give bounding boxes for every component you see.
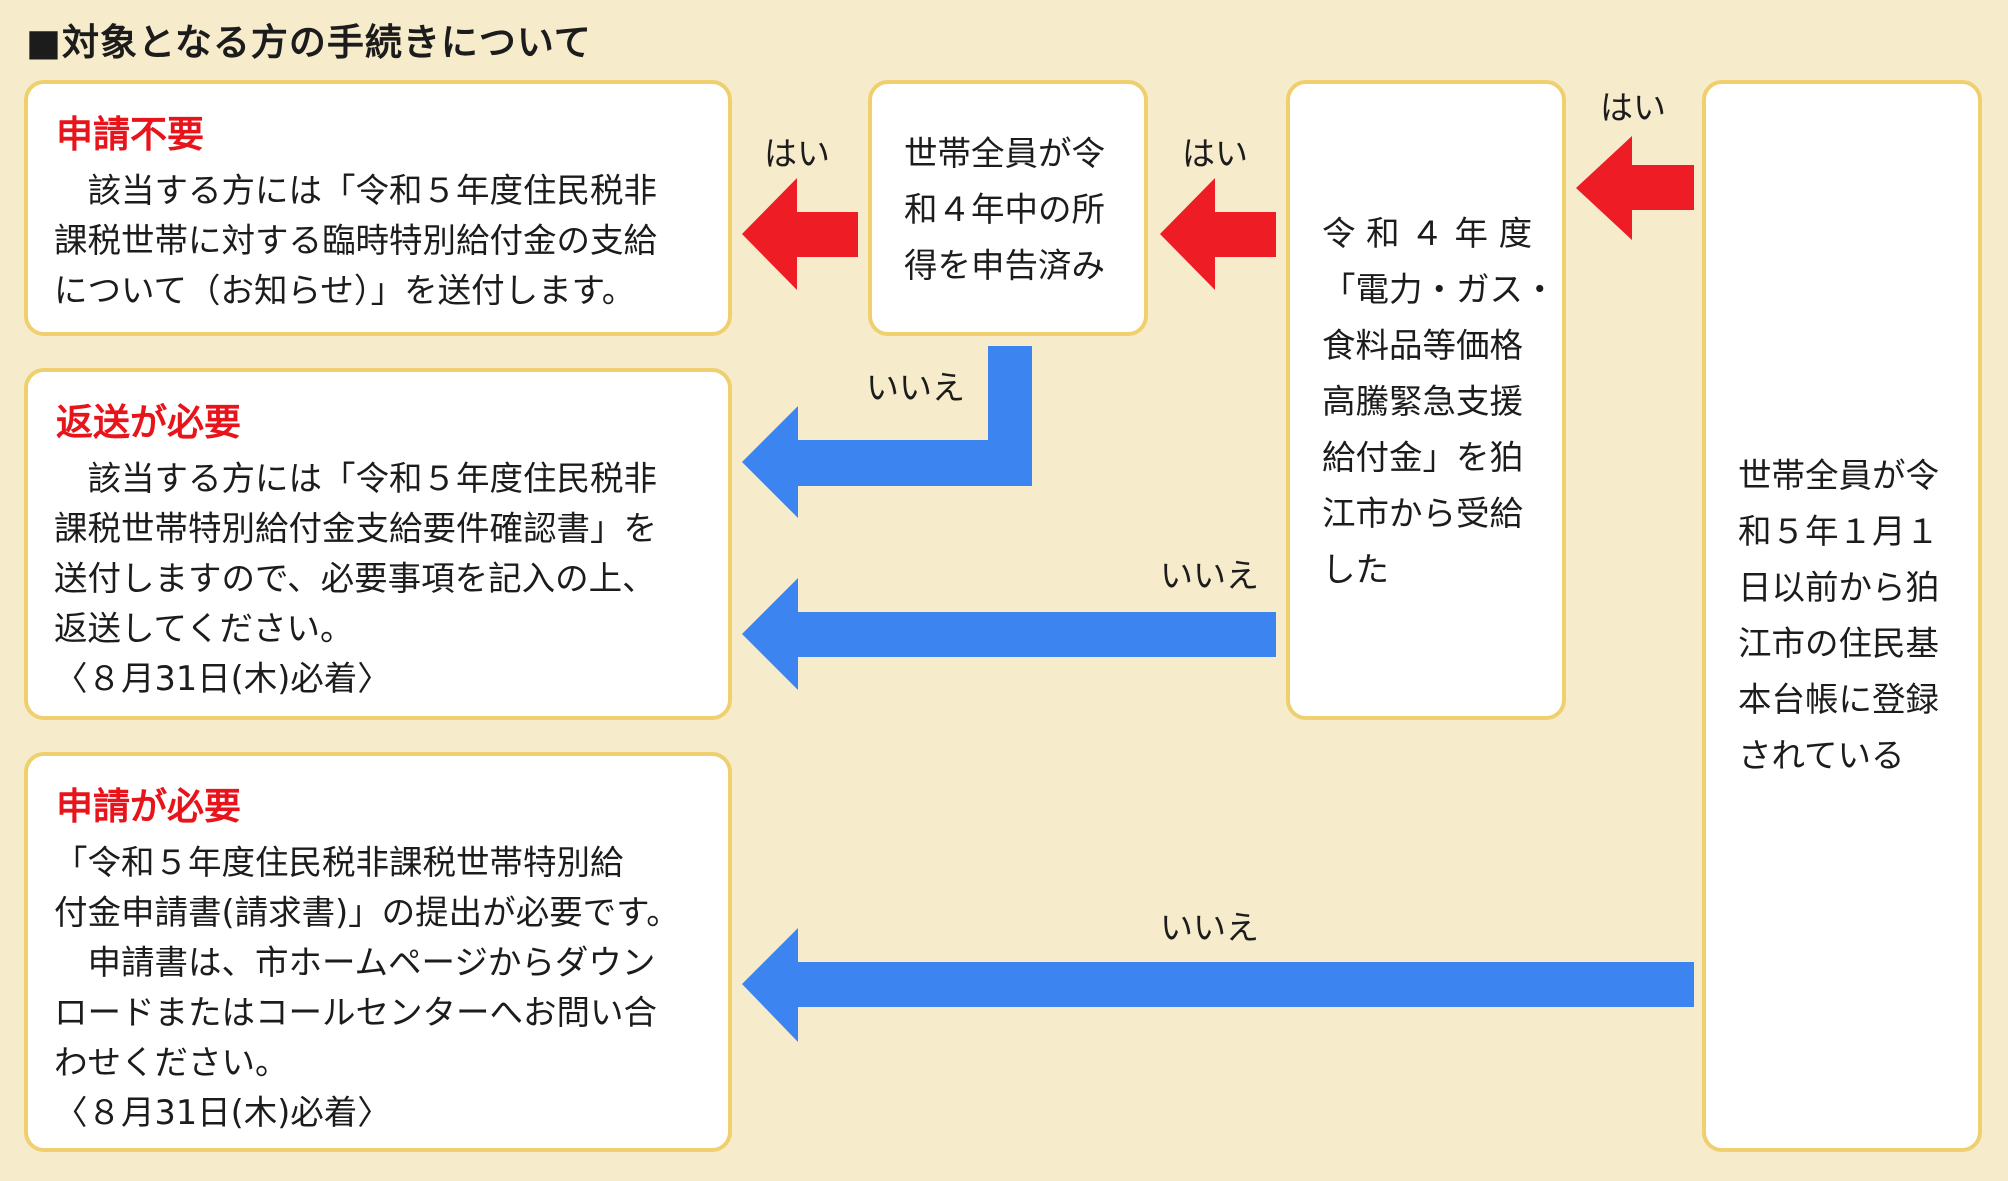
question-line: 江市の住民基 xyxy=(1738,624,1939,663)
result-line: わせください。 xyxy=(54,1043,289,1082)
question-line: されている xyxy=(1738,736,1905,775)
question-line: 「電力・ガス・ xyxy=(1322,270,1557,309)
result-line: ロードまたはコールセンターへお問い合 xyxy=(54,993,657,1032)
result-line: 課税世帯特別給付金支給要件確認書」を xyxy=(54,509,657,548)
question-box-energy-subsidy: 令 和 ４ 年 度 「電力・ガス・ 食料品等価格 高騰緊急支援 給付金」を狛 江… xyxy=(1286,80,1566,720)
question-line: 令 和 ４ 年 度 xyxy=(1322,214,1533,253)
question-line: 日以前から狛 xyxy=(1738,568,1939,607)
result-line: 付金申請書(請求書)」の提出が必要です。 xyxy=(54,893,680,932)
result-line: 申請書は、市ホームページからダウン xyxy=(54,943,656,982)
result-body: 該当する方には「令和５年度住民税非 課税世帯に対する臨時特別給付金の支給 につい… xyxy=(54,166,657,316)
result-box-no-application: 申請不要 該当する方には「令和５年度住民税非 課税世帯に対する臨時特別給付金の支… xyxy=(24,80,732,336)
no-label: いいえ xyxy=(1160,908,1259,947)
no-label: いいえ xyxy=(866,368,965,407)
result-line: について（お知らせ）」を送付します。 xyxy=(54,271,636,310)
result-title: 申請が必要 xyxy=(56,785,241,828)
result-line: 該当する方には「令和５年度住民税非 xyxy=(54,459,657,498)
question-box-income-declared: 世帯全員が令 和４年中の所 得を申告済み xyxy=(868,80,1148,336)
question-line: 和４年中の所 xyxy=(904,190,1105,229)
question-line: 世帯全員が令 xyxy=(1738,456,1939,495)
no-arrow-3 xyxy=(742,928,1694,1042)
question-line: 和５年１月１ xyxy=(1738,512,1939,551)
yes-label: はい xyxy=(764,134,830,173)
result-body: 「令和５年度住民税非課税世帯特別給 付金申請書(請求書)」の提出が必要です。 申… xyxy=(54,838,680,1138)
no-arrow-2 xyxy=(742,578,1276,690)
page-title: ■対象となる方の手続きについて xyxy=(26,21,592,64)
question-line: 世帯全員が令 xyxy=(904,134,1105,173)
question-line: 高騰緊急支援 xyxy=(1322,382,1523,421)
result-line: 該当する方には「令和５年度住民税非 xyxy=(54,171,657,210)
question-text: 令 和 ４ 年 度 「電力・ガス・ 食料品等価格 高騰緊急支援 給付金」を狛 江… xyxy=(1322,206,1557,598)
question-line: した xyxy=(1322,550,1389,589)
question-line: 江市から受給 xyxy=(1322,494,1523,533)
result-line: 「令和５年度住民税非課税世帯特別給 xyxy=(54,843,624,882)
result-box-application-required: 申請が必要 「令和５年度住民税非課税世帯特別給 付金申請書(請求書)」の提出が必… xyxy=(24,752,732,1152)
result-line: 〈８月31日(木)必着〉 xyxy=(54,1093,391,1132)
question-text: 世帯全員が令 和４年中の所 得を申告済み xyxy=(904,126,1105,294)
result-title: 返送が必要 xyxy=(56,401,241,444)
result-box-return-required: 返送が必要 該当する方には「令和５年度住民税非 課税世帯特別給付金支給要件確認書… xyxy=(24,368,732,720)
question-line: 食料品等価格 xyxy=(1322,326,1523,365)
result-line: 返送してください。 xyxy=(54,609,354,648)
question-line: 給付金」を狛 xyxy=(1322,438,1523,477)
result-line: 送付しますので、必要事項を記入の上、 xyxy=(54,559,656,598)
no-label: いいえ xyxy=(1160,556,1259,595)
result-body: 該当する方には「令和５年度住民税非 課税世帯特別給付金支給要件確認書」を 送付し… xyxy=(54,454,657,704)
result-line: 〈８月31日(木)必着〉 xyxy=(54,659,391,698)
result-title: 申請不要 xyxy=(56,113,204,156)
question-text: 世帯全員が令 和５年１月１ 日以前から狛 江市の住民基 本台帳に登録 されている xyxy=(1738,448,1939,784)
yes-arrow-3 xyxy=(742,178,858,290)
question-line: 得を申告済み xyxy=(904,246,1105,285)
yes-label: はい xyxy=(1182,134,1248,173)
yes-arrow-2 xyxy=(1160,178,1276,290)
yes-label: はい xyxy=(1600,88,1666,127)
no-arrow-1 xyxy=(742,346,1032,518)
yes-arrow-1 xyxy=(1576,136,1694,240)
result-line: 課税世帯に対する臨時特別給付金の支給 xyxy=(54,221,657,260)
question-box-resident-register: 世帯全員が令 和５年１月１ 日以前から狛 江市の住民基 本台帳に登録 されている xyxy=(1702,80,1982,1152)
question-line: 本台帳に登録 xyxy=(1738,680,1939,719)
